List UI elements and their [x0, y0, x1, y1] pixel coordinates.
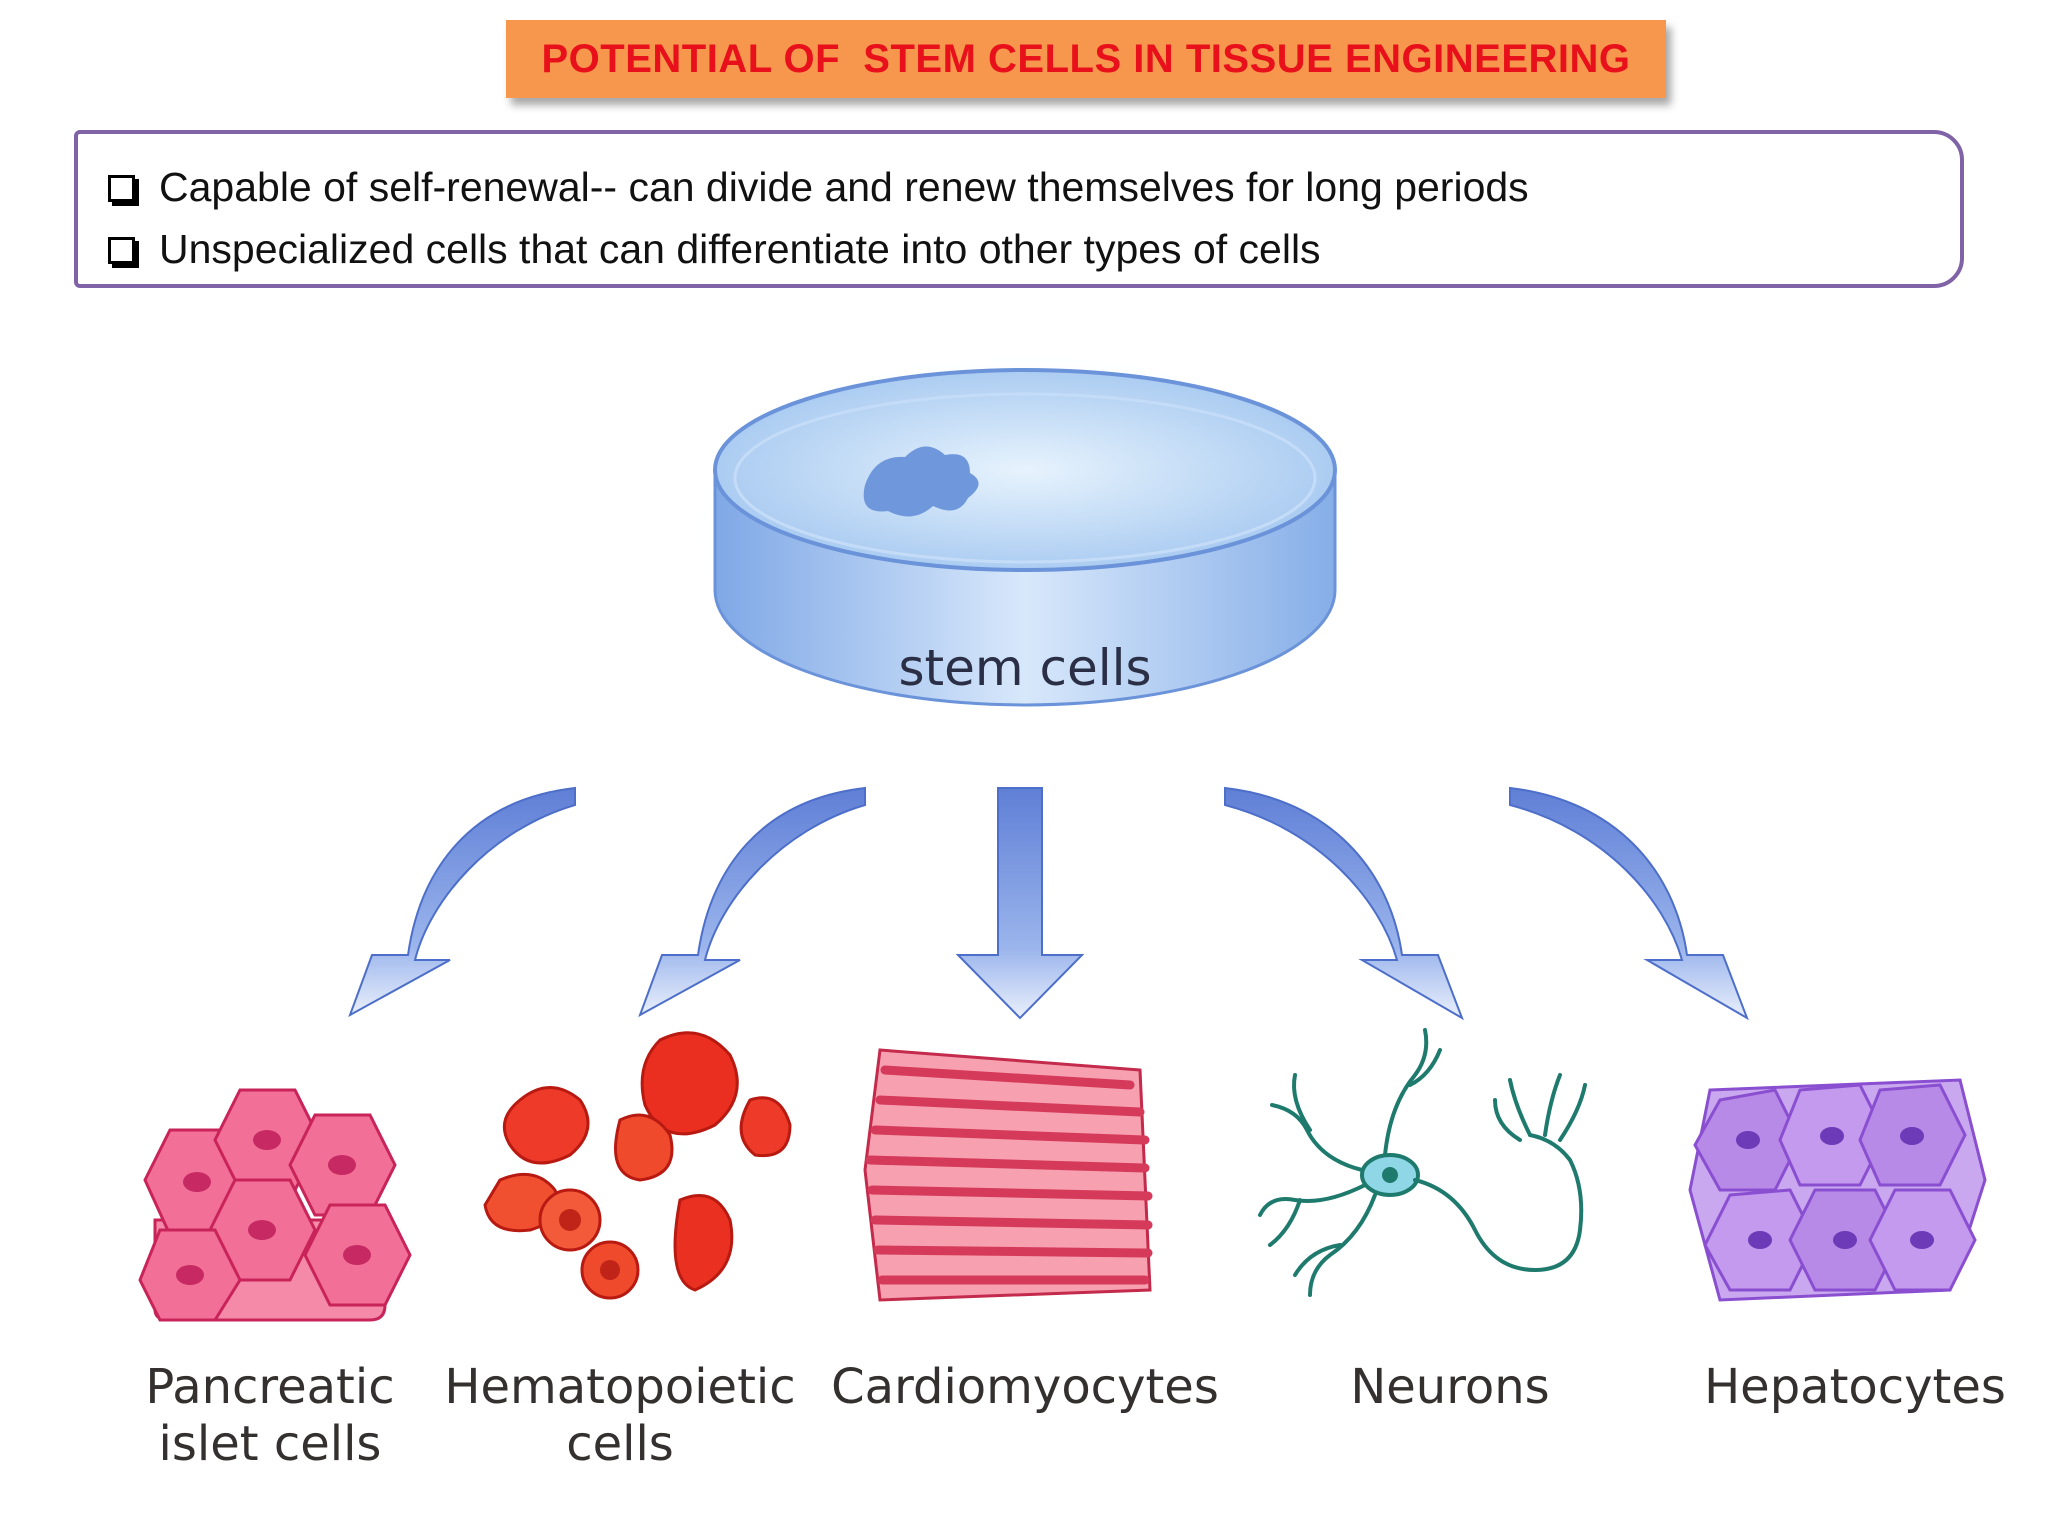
cell-colony-icon: [863, 446, 979, 517]
arrow-5-icon: [1509, 786, 1749, 1021]
arrow-3-icon: [955, 787, 1085, 1020]
arrow-4-icon: [1224, 786, 1464, 1021]
target-label: cells: [566, 1416, 674, 1472]
petri-dish-icon: [665, 340, 1385, 720]
arrow-1-icon: [348, 786, 576, 1018]
neuron-icon: [1258, 1028, 1587, 1297]
target-label: Cardiomyocytes: [831, 1359, 1219, 1415]
pancreatic-cells-icon: [138, 1088, 412, 1322]
bullet-text: Capable of self-renewal-- can divide and…: [159, 164, 1529, 210]
page-title: POTENTIAL OF STEM CELLS IN TISSUE ENGINE…: [506, 20, 1666, 98]
source-label: stem cells: [898, 639, 1151, 697]
cardiomyocytes-icon: [863, 1048, 1153, 1302]
checkbox-bullet-icon: [108, 175, 135, 202]
target-label: Hepatocytes: [1704, 1359, 2006, 1415]
target-label: Pancreatic: [145, 1359, 394, 1415]
bullet-item: Capable of self-renewal-- can divide and…: [108, 156, 1960, 218]
arrow-2-icon: [638, 786, 866, 1018]
checkbox-bullet-icon: [108, 237, 135, 264]
definition-box: Capable of self-renewal-- can divide and…: [74, 130, 1964, 288]
target-label: Neurons: [1350, 1359, 1549, 1415]
bullet-text: Unspecialized cells that can differentia…: [159, 226, 1321, 272]
target-label: islet cells: [159, 1416, 382, 1472]
bullet-item: Unspecialized cells that can differentia…: [108, 218, 1960, 280]
blood-cells-icon: [483, 1031, 792, 1300]
target-label: Hematopoietic: [444, 1359, 795, 1415]
stem-cell-diagram: stem cells Pancreatic islet cells: [138, 340, 2006, 1472]
hepatocytes-icon: [1688, 1078, 1987, 1302]
